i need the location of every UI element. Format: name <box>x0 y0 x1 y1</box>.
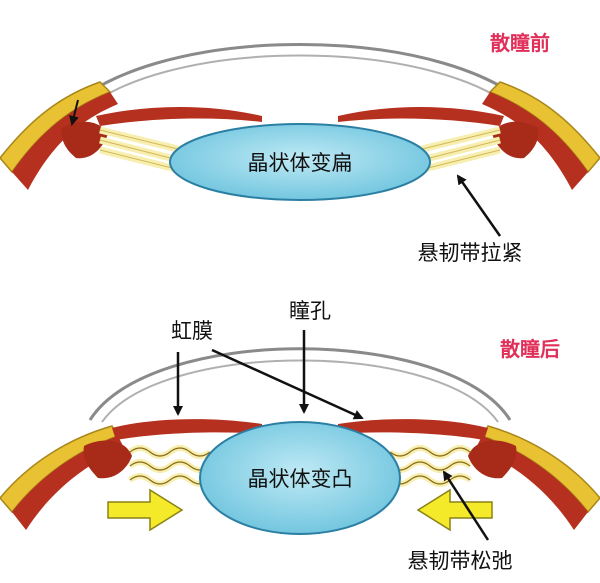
bottom-iris-left <box>112 419 262 440</box>
bottom-state-label: 散瞳后 <box>500 337 560 361</box>
iris-arrow-right <box>211 348 364 420</box>
bottom-lens-convex <box>199 421 401 535</box>
bottom-panel: 晶状体变凸 虹膜 瞳孔 悬韧带松弛 散瞳后 <box>0 299 600 573</box>
top-choroid-left <box>12 92 118 190</box>
bottom-ciliary-body-left <box>83 440 132 479</box>
top-zonule-arrow <box>456 174 502 237</box>
top-iris-left <box>96 107 262 126</box>
pupil-label: 瞳孔 <box>289 299 331 323</box>
bottom-ciliary-body-right <box>468 440 517 479</box>
bottom-zonules-right <box>388 445 472 487</box>
bottom-zonule-arrow <box>442 470 490 541</box>
top-cornea <box>58 43 542 119</box>
top-iris-right <box>338 107 504 126</box>
top-cornea-inner <box>73 54 527 121</box>
bottom-iris-right <box>338 419 488 440</box>
top-panel: 晶状体变扁 悬韧带拉紧 散瞳前 <box>0 31 600 265</box>
bottom-zonules-left <box>128 445 212 487</box>
top-ciliary-body-right <box>492 121 539 159</box>
top-ciliary-body-left <box>61 121 108 159</box>
top-ciliary-pointer <box>69 99 79 126</box>
bottom-cornea-inner <box>101 359 499 423</box>
iris-label: 虹膜 <box>171 319 213 343</box>
top-zonule-label: 悬韧带拉紧 <box>418 241 523 265</box>
bottom-zonule-label: 悬韧带松弛 <box>408 549 513 573</box>
bottom-cornea <box>88 347 512 421</box>
bottom-lens-label: 晶状体变凸 <box>248 467 353 491</box>
left-yellow-arrow <box>107 488 184 532</box>
right-yellow-arrow <box>416 488 493 532</box>
top-zonules-right <box>417 126 501 174</box>
top-choroid-right <box>482 92 588 190</box>
top-state-label: 散瞳前 <box>490 31 550 55</box>
top-zonules-left <box>99 126 183 174</box>
top-lens-label: 晶状体变扁 <box>248 151 353 175</box>
top-lens-flat <box>169 123 431 201</box>
